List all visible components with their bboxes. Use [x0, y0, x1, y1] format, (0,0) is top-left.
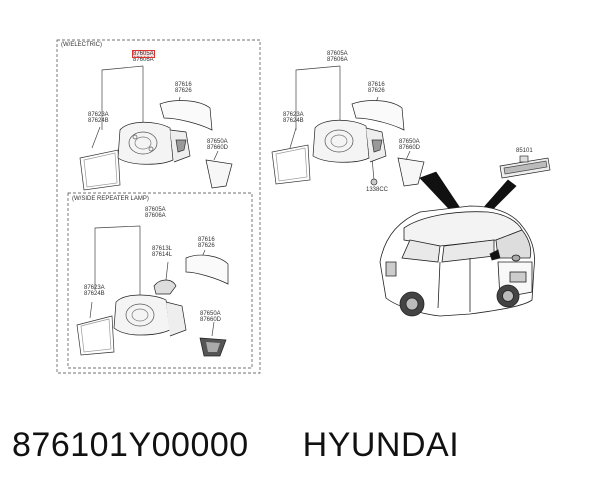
- brand-caption: HYUNDAI: [302, 426, 460, 464]
- highlighted-part-number: 87605A: [132, 49, 155, 59]
- label-screw: 1338CC: [366, 187, 389, 193]
- middle-mirror-assembly: [271, 65, 425, 187]
- car-illustration: [379, 205, 535, 317]
- caption: 876101Y00000 HYUNDAI: [12, 426, 459, 465]
- side-pointer-wedge: [419, 171, 461, 213]
- electric-mirror-assembly: [79, 65, 233, 191]
- section-title-electric: (W/ELECTRIC): [61, 42, 102, 48]
- label-interior-mirror: 85101: [516, 148, 533, 154]
- part-number-caption: 876101Y00000: [12, 426, 249, 464]
- repeater-section-frame: [67, 192, 253, 369]
- repeater-mirror-assembly: [76, 225, 229, 357]
- label-electric-mirror-assembly[interactable]: 87605A 87606A: [132, 49, 155, 64]
- electric-section-frame: [56, 39, 261, 374]
- section-title-repeater: (W/SIDE REPEATER LAMP): [72, 196, 149, 202]
- interior-mirror: [499, 155, 551, 179]
